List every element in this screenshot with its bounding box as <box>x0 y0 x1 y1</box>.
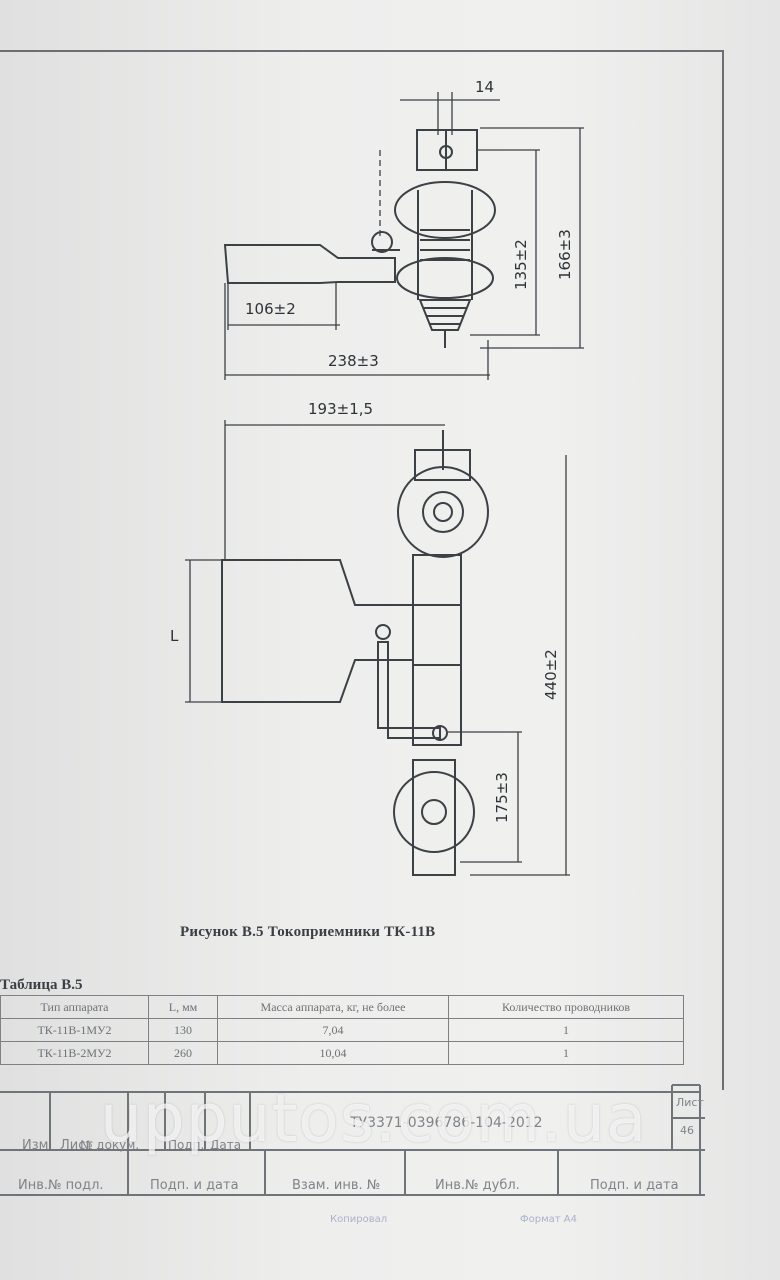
figure-caption: Рисунок В.5 Токоприемники ТК-11В <box>180 924 436 940</box>
table-cell: 260 <box>148 1041 218 1065</box>
title-cell-date: Дата <box>210 1138 242 1152</box>
table-cell: 130 <box>148 1018 218 1042</box>
frame-right-border <box>722 50 724 1090</box>
title-cell-signature: Подп. <box>168 1138 205 1152</box>
dimension-106: 106±2 <box>245 300 296 318</box>
frame-top-border <box>0 50 724 52</box>
table-cell: 10,04 <box>217 1041 449 1065</box>
top-view-current-collector <box>223 129 496 348</box>
dimension-L: L <box>170 627 179 645</box>
watermark-text: upputos.com.ua <box>100 1080 648 1157</box>
table-cell: ТК-11В-1МУ2 <box>0 1018 149 1042</box>
table-header-row: Тип аппарата L, мм Масса аппарата, кг, н… <box>0 995 684 1019</box>
table-header-cell: Тип аппарата <box>0 995 149 1019</box>
front-view-current-collector <box>221 430 489 876</box>
table-header-cell: Количество проводников <box>448 995 684 1019</box>
table-cell: 1 <box>448 1041 684 1065</box>
table-title: Таблица В.5 <box>0 977 83 993</box>
title-cell-replaced-inv: Взам. инв. № <box>292 1178 381 1193</box>
footer-note-copied: Копировал <box>330 1214 388 1225</box>
title-cell-inv-dup: Инв.№ дубл. <box>435 1178 520 1193</box>
table-row: ТК-11В-2МУ2 260 10,04 1 <box>0 1041 684 1065</box>
sheet-number: 46 <box>680 1124 694 1137</box>
technical-drawing <box>185 92 584 876</box>
dimension-193: 193±1,5 <box>308 400 374 418</box>
title-cell-list: Лист <box>60 1138 93 1153</box>
title-cell-sign-date-2: Подп. и дата <box>590 1178 679 1193</box>
document-code: ТУ3371-0396786-104-2012 <box>350 1115 543 1131</box>
title-cell-sign-date-1: Подп. и дата <box>150 1178 239 1193</box>
dimension-440: 440±2 <box>542 649 560 700</box>
dimension-166: 166±3 <box>556 229 574 280</box>
table-cell: ТК-11В-2МУ2 <box>0 1041 149 1065</box>
spec-table: Тип аппарата L, мм Масса аппарата, кг, н… <box>0 995 684 1065</box>
table-cell: 1 <box>448 1018 684 1042</box>
table-row: ТК-11В-1МУ2 130 7,04 1 <box>0 1018 684 1042</box>
dimension-135: 135±2 <box>512 239 530 290</box>
dimension-238: 238±3 <box>328 352 379 370</box>
title-cell-doc-number: № докум. <box>80 1138 140 1152</box>
table-header-cell: Масса аппарата, кг, не более <box>217 995 449 1019</box>
dimension-175: 175±3 <box>493 772 511 823</box>
title-cell-inv-orig: Инв.№ подл. <box>18 1178 104 1193</box>
sheet-label: Лист <box>676 1096 704 1109</box>
title-cell-izm: Изм <box>22 1138 49 1153</box>
table-header-cell: L, мм <box>148 995 218 1019</box>
table-cell: 7,04 <box>217 1018 449 1042</box>
footer-note-format: Формат А4 <box>520 1214 577 1225</box>
dimension-14: 14 <box>475 78 495 96</box>
